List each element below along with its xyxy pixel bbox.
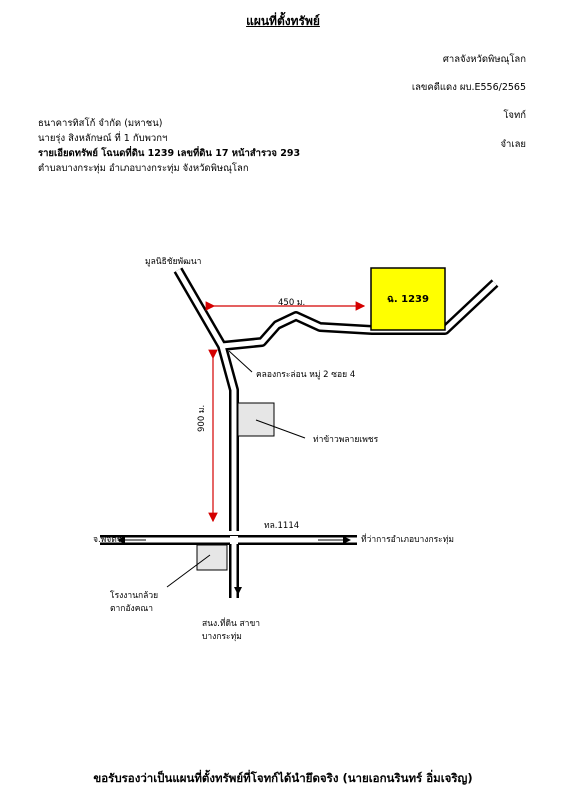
rice-port-leader-line [255, 419, 306, 439]
factory-label-line2: ตากอังคณา [110, 604, 154, 614]
factory-leader-line [166, 554, 211, 588]
parcel-1239 [370, 267, 446, 331]
highway-label: ทล.1114 [264, 521, 300, 531]
factory-building [196, 544, 228, 571]
property-details: รายเอียดทรัพย์ โฉนดที่ดิน 1239 เลขที่ดิน… [38, 148, 301, 159]
defendant-label: จำเลย [500, 139, 526, 150]
case-number: เลขคดีแดง ผบ.E556/2565 [411, 82, 526, 93]
rice-port-label: ท่าข้าวพลายเพชร [313, 435, 379, 445]
distance-900m-label: 900 ม. [197, 404, 207, 432]
canal-leader-line [228, 350, 253, 373]
land-office-label-line1: สนง.ที่ดิน สาขา [202, 619, 261, 629]
rice-port-building [237, 402, 275, 437]
land-office-label-line2: บางกระทุ่ม [202, 632, 242, 642]
page-title: แผนที่ตั้งทรัพย์ [246, 14, 320, 28]
to-phichit-label: จ.พิจิตร [93, 535, 122, 545]
property-location: ตำบลบางกระทุ่ม อำเภอบางกระทุ่ม จังหวัดพิ… [38, 163, 249, 174]
plaintiff-label: โจทก์ [503, 110, 526, 121]
defendant-name: นายรุ่ง สิงหลักษณ์ ที่ 1 กับพวกฯ [38, 133, 168, 144]
factory-label-line1: โรงงานกล้วย [110, 591, 159, 601]
distance-450m-label: 450 ม. [278, 298, 306, 308]
canal-label: คลองกระล่อน หมู่ 2 ซอย 4 [256, 370, 356, 380]
certification-text: ขอรับรองว่าเป็นแผนที่ตั้งทรัพย์ที่โจทก์ไ… [93, 771, 473, 785]
to-district-office-label: ที่ว่าการอำเภอบางกระทุ่ม [361, 535, 454, 545]
court-name: ศาลจังหวัดพิษณุโลก [442, 54, 526, 65]
plaintiff-name: ธนาคารทิสโก้ จำกัด (มหาชน) [38, 118, 163, 129]
foundation-label: มูลนิธิชัยพัฒนา [145, 257, 202, 267]
parcel-label: ฉ. 1239 [387, 294, 429, 305]
